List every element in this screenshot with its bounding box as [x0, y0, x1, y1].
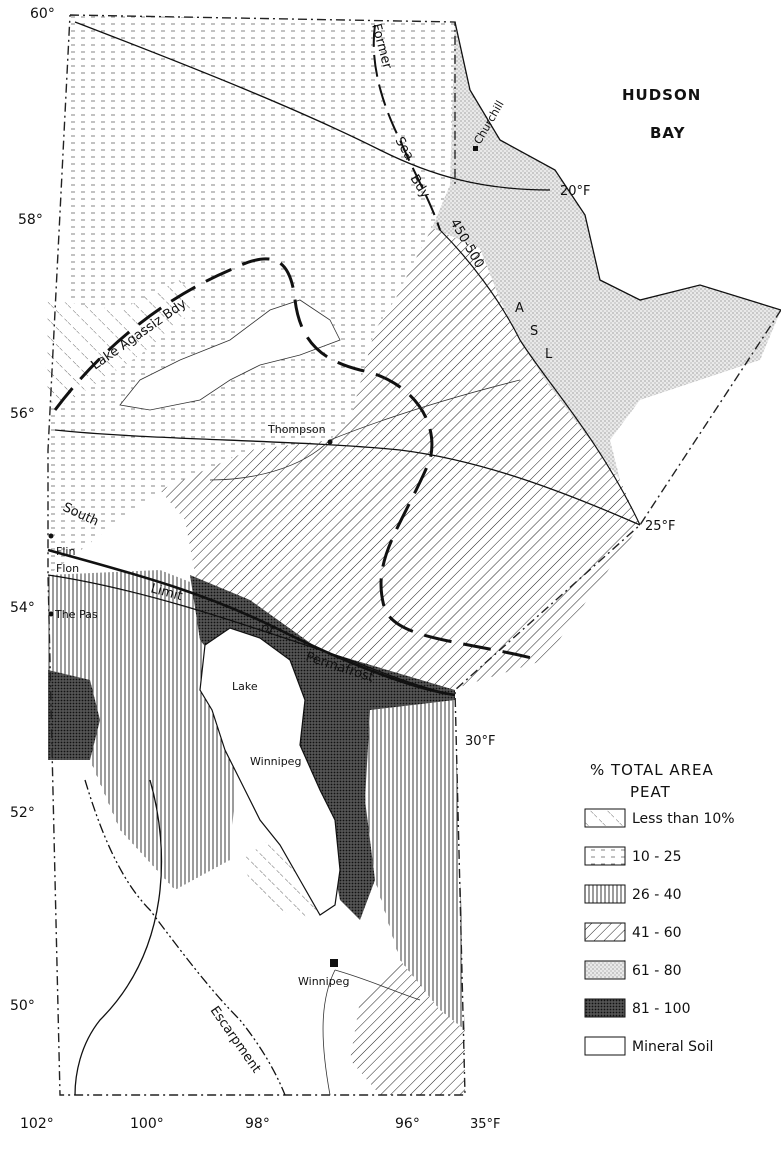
lon-102: 102°	[20, 1116, 54, 1132]
flin-flon-label-1: Flin	[56, 545, 75, 558]
thompson-label: Thompson	[267, 423, 326, 436]
lon-100: 100°	[130, 1116, 164, 1132]
isotherm-lines	[47, 21, 641, 1096]
legend-label-81-100: 81 - 100	[632, 1001, 691, 1017]
churchill-marker	[473, 146, 478, 151]
legend-title-2: PEAT	[630, 783, 671, 801]
asl-contour	[439, 229, 641, 526]
peat-regions	[45, 15, 781, 1095]
legend-label-41-60: 41 - 60	[632, 925, 682, 941]
lat-60: 60°	[30, 6, 55, 22]
region-mineral-soil-north	[119, 299, 341, 411]
legend-label-less-than-10: Less than 10%	[632, 811, 735, 827]
lon-98: 98°	[245, 1116, 270, 1132]
flin-flon-marker	[48, 533, 54, 539]
asl-a-label: A	[515, 301, 524, 316]
lake-winnipeg-label-1: Lake	[232, 680, 258, 693]
asl-l-label: L	[545, 347, 553, 362]
region-26-40-east	[365, 700, 465, 1030]
isotherm-25-label: 25°F	[645, 519, 676, 534]
region-41-60	[160, 228, 640, 690]
region-mineral-soil-south	[48, 760, 380, 1095]
winnipeg-marker	[330, 959, 338, 967]
asl-s-label: S	[530, 324, 538, 339]
isotherm-35-label: 35°F	[470, 1117, 501, 1132]
legend: % TOTAL AREA PEAT Less than 10% 10 - 25 …	[584, 761, 735, 1056]
legend-swatch-26-40	[584, 884, 626, 904]
legend-label-10-25: 10 - 25	[632, 849, 682, 865]
legend-swatch-61-80	[584, 960, 626, 980]
region-81-100-west	[48, 670, 100, 760]
former-sea-boundary	[372, 24, 441, 231]
legend-label-mineral-soil: Mineral Soil	[632, 1039, 713, 1055]
settlement-markers	[48, 146, 478, 967]
lat-52: 52°	[10, 805, 35, 821]
hudson-bay-label-2: BAY	[650, 124, 686, 142]
region-26-40-west	[48, 570, 250, 890]
isotherm-30-label: 30°F	[465, 734, 496, 749]
legend-swatch-mineral-soil	[584, 1036, 626, 1056]
the-pas-label: The Pas	[54, 608, 98, 621]
hudson-bay-coastline	[454, 21, 781, 311]
permafrost-limit	[47, 548, 456, 697]
legend-swatch-41-60	[584, 922, 626, 942]
legend-label-61-80: 61 - 80	[632, 963, 682, 979]
legend-title-1: % TOTAL AREA	[590, 761, 714, 779]
region-61-80	[432, 22, 781, 480]
lake-agassiz-boundary	[53, 257, 541, 662]
isotherm-labels: 20°F 25°F 30°F 35°F	[465, 184, 676, 1132]
lake-winnipeg	[199, 627, 341, 916]
legend-swatch-less-than-10	[584, 808, 626, 828]
flin-flon-label-2: Flon	[56, 562, 79, 575]
legend-label-26-40: 26 - 40	[632, 887, 682, 903]
rivers	[209, 379, 521, 1096]
region-41-60-south	[350, 960, 465, 1095]
lake-winnipeg-label-2: Winnipeg	[250, 755, 301, 768]
lon-96: 96°	[395, 1116, 420, 1132]
legend-swatch-10-25	[584, 846, 626, 866]
region-10-25	[45, 15, 455, 575]
thompson-marker	[327, 439, 333, 445]
isotherm-20-label: 20°F	[560, 184, 591, 199]
lat-56: 56°	[10, 406, 35, 422]
the-pas-marker	[48, 611, 54, 617]
lat-54: 54°	[10, 600, 35, 616]
lat-58: 58°	[18, 212, 43, 228]
graticule-labels: 60° 58° 56° 54° 52° 50° 102° 100° 98° 96…	[10, 6, 420, 1132]
winnipeg-city-label: Winnipeg	[298, 975, 349, 988]
manitoba-escarpment	[84, 779, 286, 1096]
legend-swatch-81-100	[584, 998, 626, 1018]
lat-50: 50°	[10, 998, 35, 1014]
hudson-bay-label-1: HUDSON	[622, 86, 701, 104]
